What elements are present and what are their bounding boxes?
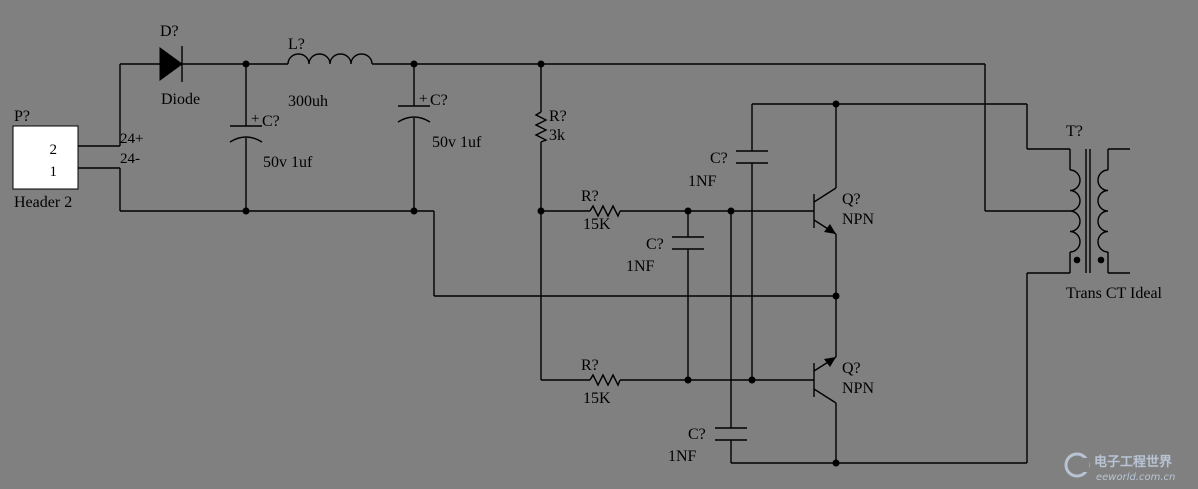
header-pin-1: 1 <box>50 164 58 180</box>
cap-input-polarity: + <box>251 111 259 127</box>
resistor-base-bottom[interactable]: R? 15K <box>581 357 621 407</box>
inductor-designator: L? <box>288 36 305 53</box>
watermark-en: eeworld.com.cn <box>1096 472 1175 483</box>
npn-bottom-type: NPN <box>842 380 874 397</box>
header-designator: P? <box>14 108 30 125</box>
cap-mid-designator: C? <box>646 236 664 253</box>
resistor-base-top-value: 15K <box>583 216 611 233</box>
cap-bottom-value: 1NF <box>668 448 697 465</box>
wires <box>78 63 1070 464</box>
transformer-ct[interactable]: T? Trans CT Ideal <box>1066 123 1163 302</box>
capacitor-1nf-top[interactable]: C? 1NF <box>688 150 768 190</box>
junction-dots <box>242 60 840 467</box>
header-connector[interactable]: 2 1 P? Header 2 24+ 24- <box>12 108 143 211</box>
npn-top-type: NPN <box>842 211 874 228</box>
npn-bottom-designator: Q? <box>842 360 861 377</box>
resistor-base-bottom-designator: R? <box>581 357 599 374</box>
net-label-24plus: 24+ <box>120 131 143 147</box>
cap-filter-value: 50v 1uf <box>432 134 482 151</box>
transistor-npn-bottom[interactable]: Q? NPN <box>813 356 874 404</box>
resistor-bias-designator: R? <box>549 108 567 125</box>
capacitor-input[interactable]: + C? 50v 1uf <box>229 111 313 171</box>
resistor-base-top[interactable]: R? 15K <box>581 188 621 233</box>
cap-filter-designator: C? <box>430 92 448 109</box>
cap-top-value: 1NF <box>688 173 717 190</box>
watermark-cn: 电子工程世界 <box>1094 454 1172 470</box>
transformer-designator: T? <box>1066 123 1083 140</box>
header-pin-2: 2 <box>50 142 58 158</box>
diode-name: Diode <box>161 91 200 108</box>
capacitor-1nf-bottom[interactable]: C? 1NF <box>668 426 747 465</box>
diode[interactable]: D? Diode <box>159 23 200 108</box>
cap-bottom-designator: C? <box>688 426 706 443</box>
resistor-base-bottom-value: 15K <box>583 390 611 407</box>
diode-designator: D? <box>160 23 179 40</box>
npn-top-designator: Q? <box>842 191 861 208</box>
inductor-value: 300uh <box>288 93 328 110</box>
cap-input-value: 50v 1uf <box>263 154 313 171</box>
capacitor-filter[interactable]: + C? 50v 1uf <box>397 91 482 151</box>
resistor-bias-value: 3k <box>549 127 565 144</box>
cap-filter-polarity: + <box>419 91 427 107</box>
cap-mid-value: 1NF <box>626 258 655 275</box>
watermark-logo: 电子工程世界 eeworld.com.cn <box>1064 452 1175 483</box>
inductor[interactable]: L? 300uh <box>287 36 373 110</box>
resistor-base-top-designator: R? <box>581 188 599 205</box>
transformer-name: Trans CT Ideal <box>1066 285 1163 302</box>
cap-input-designator: C? <box>262 113 280 130</box>
cap-top-designator: C? <box>710 150 728 167</box>
resistor-bias[interactable]: R? 3k <box>534 108 567 144</box>
transistor-npn-top[interactable]: Q? NPN <box>813 187 874 235</box>
net-label-24minus: 24- <box>120 151 140 167</box>
capacitor-1nf-mid[interactable]: C? 1NF <box>626 236 704 275</box>
header-name: Header 2 <box>14 194 72 211</box>
